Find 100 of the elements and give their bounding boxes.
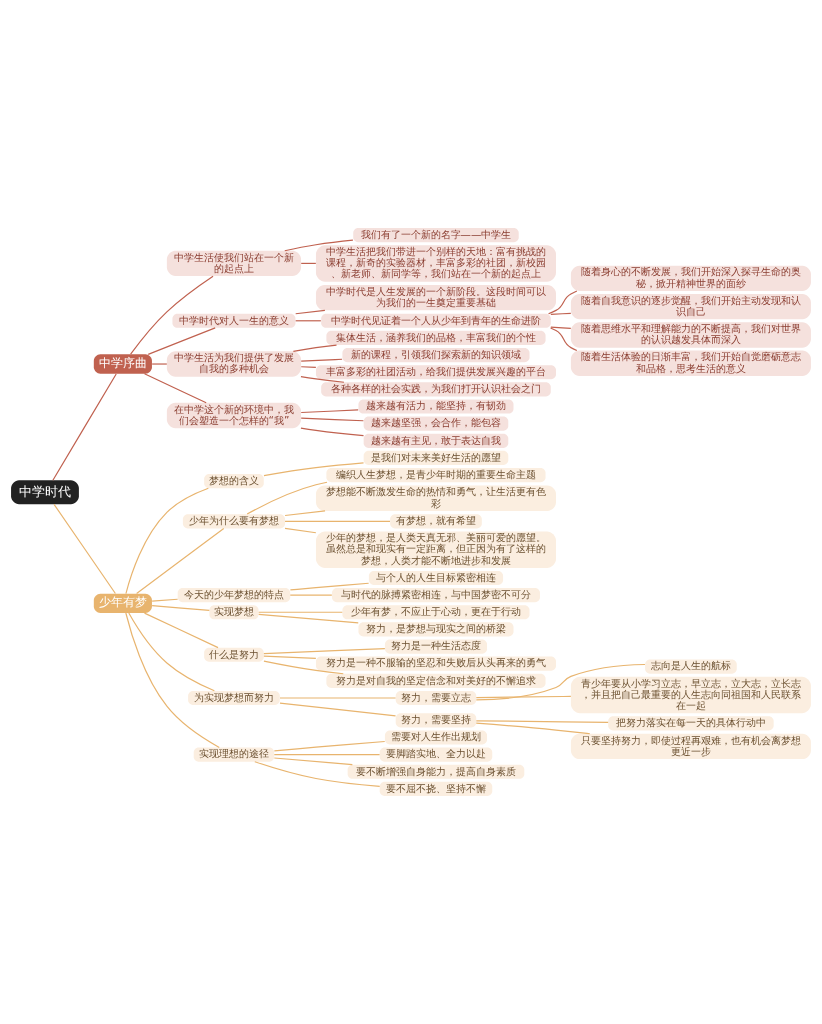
connector	[125, 487, 209, 595]
node-box: 我们有了一个新的名字——中学生	[353, 228, 519, 243]
node-box: 随着生活体验的日渐丰富，我们开始自觉磨砺意志和品格，思考生活的意义	[570, 350, 811, 376]
connector	[254, 761, 381, 787]
node-box: 把努力落实在每一天的具体行动中	[608, 716, 774, 731]
connector	[300, 427, 365, 437]
connector	[300, 417, 364, 422]
node-box: 随着自我意识的逐步觉醒，我们开始主动发现和认识自己	[570, 293, 811, 320]
connector	[52, 373, 117, 481]
node-box: 要脚踏实地、全力以赴	[379, 747, 493, 762]
node-box: 努力是一种不服输的坚忍和失败后从头再来的勇气	[315, 656, 556, 671]
connector	[143, 612, 219, 649]
node-box: 青少年要从小学习立志，早立志，立大志，立长志，并且把自己最重要的人生志向同祖国和人民联系在一起	[570, 676, 811, 714]
node-box: 是我们对未来美好生活的愿望	[363, 450, 509, 466]
node-box: 需要对人生作出规划	[384, 730, 488, 745]
connector	[475, 695, 572, 699]
connector	[550, 312, 572, 315]
node-box: 中学时代	[11, 480, 79, 505]
node-box: 今天的少年梦想的特点	[177, 588, 291, 603]
connector	[151, 605, 210, 611]
node-box: 各种各样的社会实践，为我们打开认识社会之门	[321, 382, 551, 397]
connector	[292, 344, 338, 352]
connector	[295, 320, 322, 322]
node-box: 实现理想的途径	[193, 747, 275, 762]
connector	[550, 327, 578, 352]
connector	[263, 648, 386, 655]
node-box: 随着思维水平和理解能力的不断提高，我们对世界的认识越发具体而深入	[570, 322, 811, 348]
connector	[300, 366, 317, 368]
node-box: 中学时代对人一生的意义	[172, 313, 296, 328]
connector	[151, 598, 179, 602]
connector	[289, 594, 333, 596]
node-box: 越来越有主见，敢于表达自我	[363, 433, 509, 448]
node-box: 中学时代见证着一个人从少年到青年的生命进阶	[321, 313, 551, 328]
node-box: 与时代的脉搏紧密相连，与中国梦密不可分	[332, 588, 540, 603]
node-box: 新的课程，引领我们探索新的知识领域	[342, 348, 530, 363]
node-box: 努力是对自我的坚定信念和对美好的不懈追求	[326, 673, 546, 688]
node-box: 努力，是梦想与现实之间的桥梁	[358, 622, 514, 637]
node-box: 随着身心的不断发展，我们开始深入探寻生命的奥秘，掀开精神世界的面纱	[570, 265, 811, 291]
node-box: 什么是努力	[204, 647, 264, 662]
node-box: 丰富多彩的社团活动，给我们提供发展兴趣的平台	[315, 365, 556, 380]
connector	[547, 290, 578, 315]
connector	[289, 582, 370, 591]
connector	[300, 409, 359, 414]
connector	[246, 481, 328, 515]
node-box: 在中学这个新的环境中，我们会塑造一个怎样的“我”	[166, 402, 302, 429]
connector	[263, 462, 365, 477]
node-box: 努力，需要立志	[395, 690, 477, 706]
node-box: 少年为什么要有梦想	[182, 514, 285, 529]
connector	[53, 503, 116, 595]
connector	[279, 702, 397, 717]
connector	[128, 612, 215, 692]
connector	[263, 660, 344, 675]
connector	[125, 612, 220, 749]
connector	[550, 326, 572, 329]
node-box: 越来越有活力，能坚持，有韧劲	[358, 399, 514, 414]
node-box: 志向是人生的航标	[645, 659, 737, 674]
node-box: 梦想的含义	[204, 474, 264, 489]
connector	[284, 510, 326, 517]
node-box: 中学生活为我们提供了发展自我的多种机会	[166, 351, 302, 377]
connector	[143, 373, 207, 404]
connector	[273, 757, 353, 766]
connector	[284, 527, 317, 534]
connector	[284, 239, 354, 252]
connector	[273, 754, 381, 756]
node-box: 要不屈不挠、坚持不懈	[379, 781, 493, 796]
connector	[258, 613, 359, 624]
node-box: 少年有梦，不应止于心动，更在于行动	[342, 605, 530, 620]
node-box: 实现梦想	[209, 605, 259, 620]
connector	[273, 740, 386, 752]
connector	[284, 520, 391, 522]
node-box: 中学生活把我们带进一个别样的天地：富有挑战的课程，新奇的实验器材，丰富多彩的社团，新校园、新老师、新同学等，我们站在一个新的起点上	[315, 245, 556, 282]
connector	[300, 358, 343, 362]
connector	[475, 663, 646, 701]
node-box: 中学时代是人生发展的一个新阶段。这段时间可以为我们的一生奠定重要基础	[315, 285, 556, 311]
node-box: 要不断增强自身能力，提高自身素质	[347, 764, 525, 779]
connector	[279, 697, 397, 699]
node-box: 中学序曲	[93, 354, 152, 374]
connector	[475, 722, 591, 735]
node-box: 中学生活使我们站在一个新的起点上	[166, 250, 302, 277]
node-box: 只要坚持努力，即使过程再艰难，也有机会离梦想更近一步	[570, 733, 811, 760]
node-box: 集体生活，涵养我们的品格，丰富我们的个性	[326, 330, 546, 345]
node-box: 梦想能不断激发生命的热情和勇气，让生活更有色彩	[315, 485, 556, 511]
node-box: 越来越坚强，会合作，能包容	[363, 416, 509, 431]
node-box: 为实现梦想而努力	[188, 690, 280, 706]
connector	[295, 309, 326, 315]
node-box: 努力是一种生活态度	[384, 639, 488, 654]
node-box: 编织人生梦想，是青少年时期的重要生命主题	[326, 468, 546, 483]
connector	[258, 611, 343, 613]
node-box: 少年的梦想，是人类天真无邪、美丽可爱的愿望。虽然总是和现实有一定距离，但正因为有了这样的梦想，人类才能不断地进步和发展	[315, 531, 556, 568]
node-box: 与个人的人生目标紧密相连	[368, 570, 504, 586]
connector	[151, 363, 168, 365]
connector	[300, 376, 345, 383]
connector	[130, 275, 214, 355]
node-box: 有梦想，就有希望	[390, 514, 482, 529]
node-box: 少年有梦	[93, 593, 152, 613]
node-box: 努力，需要坚持	[395, 713, 477, 728]
connector	[147, 327, 216, 355]
connector	[136, 527, 225, 595]
connector	[475, 720, 609, 723]
connector	[263, 655, 317, 659]
